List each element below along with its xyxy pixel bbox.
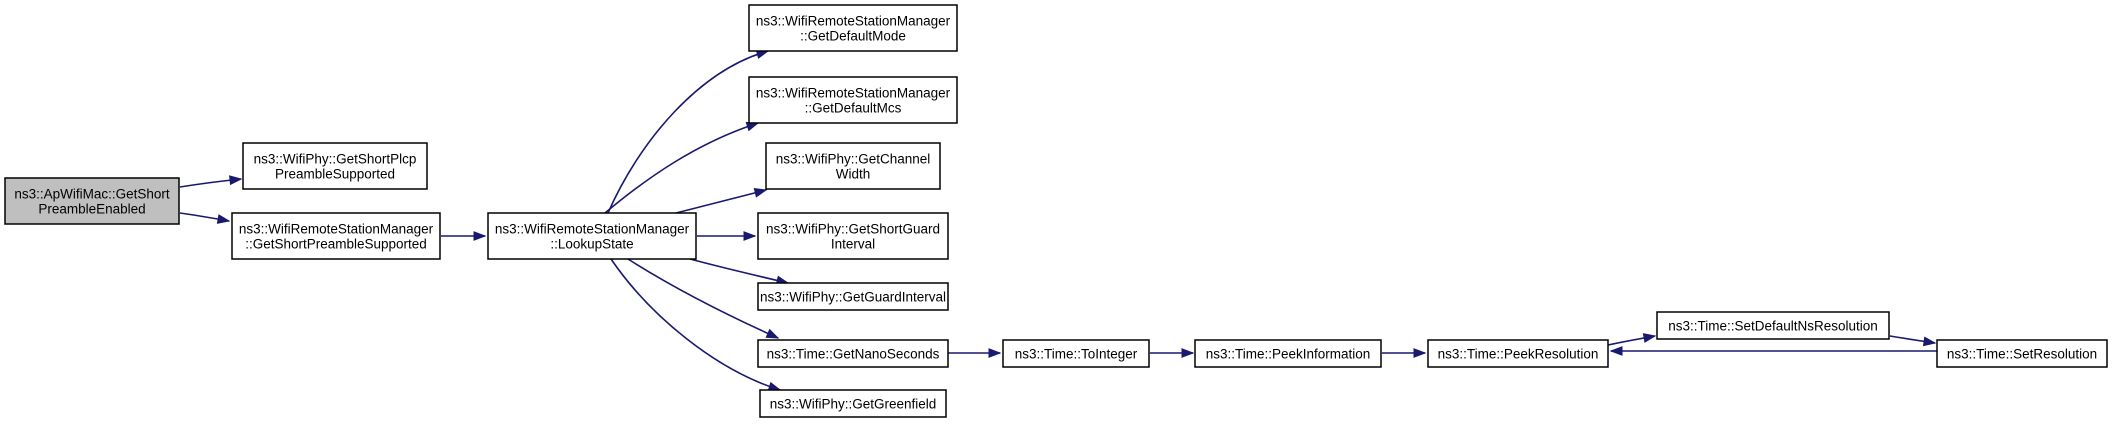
node-label-line: ns3::Time::ToInteger [1015, 347, 1138, 362]
node-label-line: ::LookupState [550, 237, 633, 252]
node-box [242, 142, 428, 190]
node-box [1936, 339, 2108, 368]
node-label-line: ns3::WifiRemoteStationManager [756, 86, 951, 101]
arrowhead-icon [1413, 348, 1427, 358]
node-label-line: ns3::Time::SetDefaultNsResolution [1668, 319, 1878, 334]
edge-line [604, 122, 759, 214]
function-node[interactable]: ns3::Time::ToInteger [1002, 339, 1150, 368]
node-label-line: ::GetDefaultMcs [805, 101, 902, 116]
function-node[interactable]: ns3::Time::PeekResolution [1427, 339, 1609, 368]
edge-line [627, 258, 779, 339]
function-node[interactable]: ns3::WifiRemoteStationManager::GetDefaul… [748, 76, 958, 124]
node-box [1656, 311, 1890, 340]
edge-n12-n13 [1382, 348, 1427, 358]
node-label-line: ns3::Time::SetResolution [1947, 347, 2097, 362]
arrowhead-icon [229, 175, 243, 186]
node-label-line: ns3::WifiPhy::GetGreenfield [770, 397, 937, 412]
edge-n0-n1 [179, 175, 243, 188]
node-label-line: ::GetDefaultMode [800, 29, 906, 44]
arrowhead-icon [216, 214, 231, 224]
node-label-line: ns3::Time::PeekInformation [1206, 347, 1371, 362]
edge-line [675, 189, 767, 214]
arrowhead-icon [1642, 333, 1657, 343]
edge-n0-n2 [179, 212, 231, 224]
function-node[interactable]: ns3::WifiRemoteStationManager::GetShortP… [231, 212, 441, 260]
node-label-line: ns3::WifiPhy::GetGuardInterval [760, 290, 946, 305]
arrowhead-icon [743, 231, 757, 241]
node-box [1194, 339, 1382, 368]
edge-n9-n11 [948, 348, 1002, 358]
function-node[interactable]: ns3::WifiPhy::GetGreenfield [759, 389, 947, 418]
function-node[interactable]: ns3::WifiPhy::GetGuardInterval [757, 282, 949, 311]
function-node[interactable]: ns3::Time::GetNanoSeconds [757, 339, 949, 368]
function-node[interactable]: ns3::WifiRemoteStationManager::GetDefaul… [748, 4, 958, 52]
node-label-line: ns3::WifiRemoteStationManager [495, 222, 690, 237]
edge-n13-n14 [1607, 333, 1657, 346]
node-box [757, 339, 949, 368]
node-label-line: ns3::WifiPhy::GetShortGuard [766, 222, 940, 237]
node-box [757, 212, 949, 260]
edge-n15-n13 [1609, 346, 1938, 356]
node-box [748, 76, 958, 124]
node-label-line: Width [836, 167, 871, 182]
node-box [765, 142, 941, 190]
arrowhead-icon [988, 348, 1002, 358]
arrowhead-icon [1181, 348, 1195, 358]
function-node[interactable]: ns3::WifiPhy::GetShortPlcpPreambleSuppor… [242, 142, 428, 190]
nodes-layer: ns3::ApWifiMac::GetShortPreambleEnabledn… [4, 4, 2108, 418]
arrowhead-icon [473, 231, 487, 241]
edge-n3-n10 [610, 258, 782, 392]
node-label-line: ::GetShortPreambleSupported [245, 237, 427, 252]
arrowhead-icon [765, 328, 780, 339]
arrowhead-icon [1922, 336, 1937, 347]
arrowhead-icon [753, 188, 768, 198]
edge-n3-n7 [697, 231, 757, 241]
function-node[interactable]: ns3::Time::SetDefaultNsResolution [1656, 311, 1890, 340]
edge-n14-n15 [1889, 335, 1937, 347]
node-box [757, 282, 949, 311]
node-label-line: Interval [831, 237, 875, 252]
node-box [487, 212, 697, 260]
node-label-line: ns3::Time::GetNanoSeconds [767, 347, 940, 362]
function-node[interactable]: ns3::WifiRemoteStationManager::LookupSta… [487, 212, 697, 260]
node-box [1002, 339, 1150, 368]
node-label-line: PreambleSupported [275, 167, 395, 182]
edge-n11-n12 [1150, 348, 1195, 358]
node-box [759, 389, 947, 418]
edge-n3-n4 [607, 49, 770, 214]
edge-n2-n3 [441, 231, 487, 241]
edge-n3-n5 [604, 121, 760, 214]
node-box [748, 4, 958, 52]
edge-n3-n8 [689, 258, 790, 286]
node-label-line: PreambleEnabled [38, 202, 145, 217]
edge-n3-n6 [675, 188, 768, 214]
edge-line [689, 258, 789, 284]
node-label-line: ns3::WifiRemoteStationManager [756, 14, 951, 29]
function-node[interactable]: ns3::Time::SetResolution [1936, 339, 2108, 368]
edge-line [610, 258, 781, 391]
edge-line [607, 50, 769, 214]
node-label-line: ns3::WifiPhy::GetShortPlcp [254, 152, 417, 167]
node-box [1427, 339, 1609, 368]
node-label-line: ns3::WifiPhy::GetChannel [776, 152, 931, 167]
function-node[interactable]: ns3::Time::PeekInformation [1194, 339, 1382, 368]
edge-n3-n9 [627, 258, 780, 339]
node-box [4, 177, 180, 225]
node-box [231, 212, 441, 260]
node-label-line: ns3::Time::PeekResolution [1438, 347, 1599, 362]
node-label-line: ns3::WifiRemoteStationManager [239, 222, 434, 237]
arrowhead-icon [1609, 346, 1623, 356]
node-label-line: ns3::ApWifiMac::GetShort [14, 187, 170, 202]
